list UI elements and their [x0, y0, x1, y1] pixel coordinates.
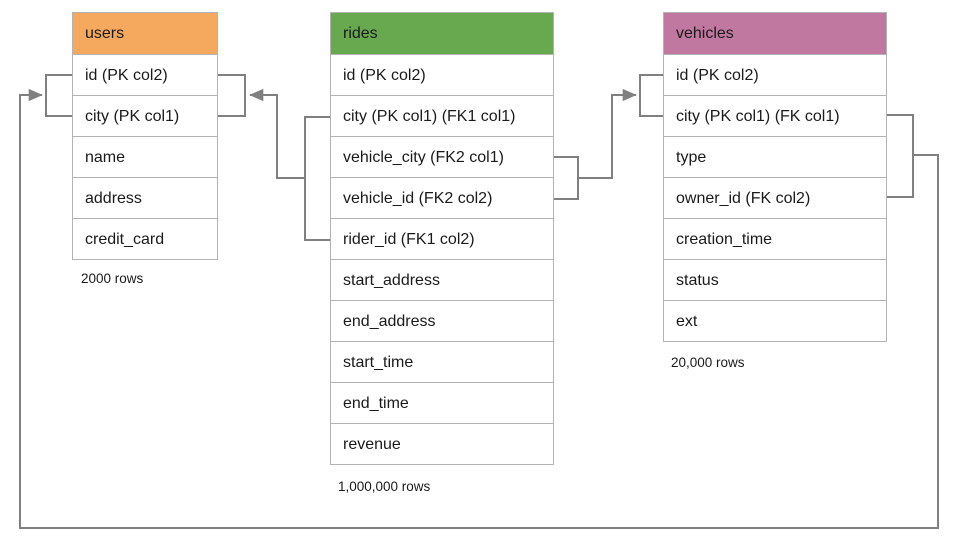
- field-vehicles-creation-time[interactable]: creation_time: [664, 219, 886, 260]
- connector-rides-left-bracket: [304, 116, 330, 241]
- entity-rides-row-count: 1,000,000 rows: [338, 479, 431, 494]
- field-users-address[interactable]: address: [73, 178, 217, 219]
- connector-vehicles-right-bracket: [887, 114, 914, 198]
- field-rides-city[interactable]: city (PK col1) (FK1 col1): [331, 96, 553, 137]
- field-rides-end-time[interactable]: end_time: [331, 383, 553, 424]
- field-vehicles-type[interactable]: type: [664, 137, 886, 178]
- connector-users-right-bracket: [218, 74, 246, 117]
- entity-vehicles[interactable]: vehicles id (PK col2) city (PK col1) (FK…: [663, 12, 887, 342]
- field-rides-vehicle-city[interactable]: vehicle_city (FK2 col1): [331, 137, 553, 178]
- entity-rides-title: rides: [331, 13, 553, 55]
- connector-users-left-bracket: [45, 74, 72, 117]
- field-users-name[interactable]: name: [73, 137, 217, 178]
- entity-users-title: users: [73, 13, 217, 55]
- field-vehicles-city[interactable]: city (PK col1) (FK col1): [664, 96, 886, 137]
- field-rides-end-address[interactable]: end_address: [331, 301, 553, 342]
- entity-vehicles-row-count: 20,000 rows: [671, 355, 745, 370]
- field-users-credit-card[interactable]: credit_card: [73, 219, 217, 260]
- field-vehicles-id[interactable]: id (PK col2): [664, 55, 886, 96]
- entity-vehicles-title: vehicles: [664, 13, 886, 55]
- field-vehicles-ext[interactable]: ext: [664, 301, 886, 342]
- field-users-id[interactable]: id (PK col2): [73, 55, 217, 96]
- field-rides-rider-id[interactable]: rider_id (FK1 col2): [331, 219, 553, 260]
- field-users-city[interactable]: city (PK col1): [73, 96, 217, 137]
- field-rides-id[interactable]: id (PK col2): [331, 55, 553, 96]
- field-rides-start-time[interactable]: start_time: [331, 342, 553, 383]
- field-vehicles-status[interactable]: status: [664, 260, 886, 301]
- field-rides-start-address[interactable]: start_address: [331, 260, 553, 301]
- entity-users[interactable]: users id (PK col2) city (PK col1) name a…: [72, 12, 218, 260]
- connector-vehicles-left-bracket: [639, 74, 663, 117]
- field-rides-revenue[interactable]: revenue: [331, 424, 553, 465]
- entity-users-row-count: 2000 rows: [81, 271, 144, 286]
- field-vehicles-owner-id[interactable]: owner_id (FK col2): [664, 178, 886, 219]
- entity-rides[interactable]: rides id (PK col2) city (PK col1) (FK1 c…: [330, 12, 554, 465]
- connector-rides-to-vehicles: [578, 88, 637, 179]
- connector-rides-right-bracket: [554, 156, 579, 200]
- field-rides-vehicle-id[interactable]: vehicle_id (FK2 col2): [331, 178, 553, 219]
- connector-rides-to-users: [249, 88, 305, 179]
